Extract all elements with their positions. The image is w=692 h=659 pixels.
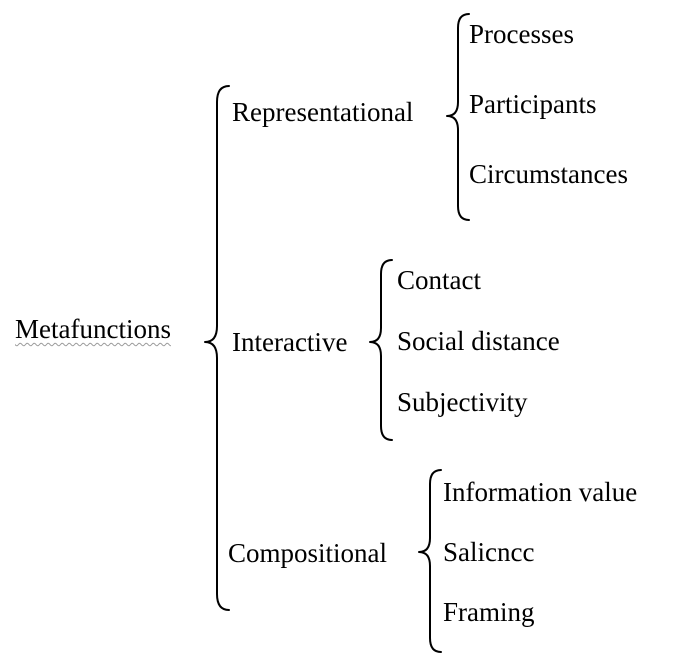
leaf-subjectivity: Subjectivity (397, 387, 528, 417)
leaf-social-distance: Social distance (397, 326, 560, 356)
branch-label-interactive: Interactive (232, 327, 348, 357)
leaf-contact: Contact (397, 265, 481, 295)
representational-brace (446, 13, 470, 221)
leaf-salience: Salicncc (443, 537, 535, 567)
root-brace (204, 85, 230, 611)
leaf-processes: Processes (469, 19, 574, 49)
leaf-participants: Participants (469, 89, 597, 119)
leaf-circumstances: Circumstances (469, 159, 628, 189)
root-label: Metafunctions (15, 314, 171, 344)
interactive-brace (369, 259, 393, 441)
leaf-framing: Framing (443, 597, 535, 627)
branch-label-compositional: Compositional (228, 538, 388, 568)
leaf-information-value: Information value (443, 477, 638, 507)
branch-label-representational: Representational (232, 97, 414, 127)
compositional-brace (418, 469, 442, 653)
